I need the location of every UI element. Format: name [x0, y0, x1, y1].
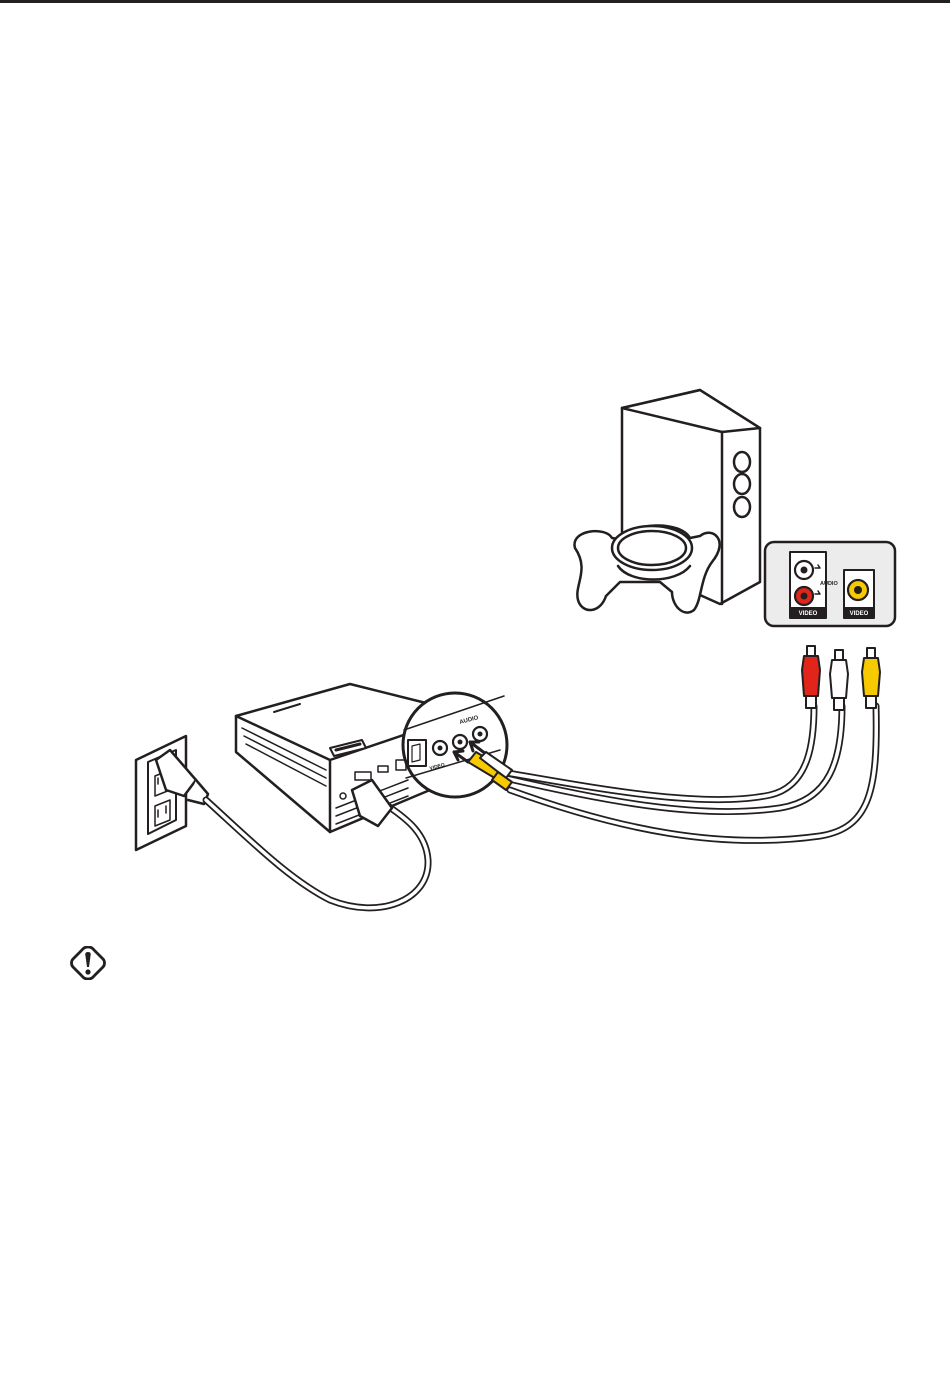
panel-video-label-right: VIDEO	[850, 611, 869, 617]
rca-plug-red	[802, 646, 820, 708]
panel-audio-label: AUDIO	[820, 581, 838, 587]
console-button-1	[734, 452, 750, 472]
console-button-3	[734, 497, 750, 517]
projector-port-inset: AUDIO VIDEO	[403, 693, 512, 797]
console-av-panel: VIDEO VIDEO AUDIO	[765, 542, 895, 626]
rca-cables	[490, 706, 876, 840]
rca-plug-white	[830, 650, 848, 710]
panel-video-label-left: VIDEO	[799, 611, 818, 617]
warning-icon	[70, 946, 106, 980]
projector	[236, 684, 430, 832]
console-button-2	[734, 474, 750, 494]
rca-plug-yellow	[862, 648, 880, 708]
gamepad-icon	[575, 525, 720, 612]
